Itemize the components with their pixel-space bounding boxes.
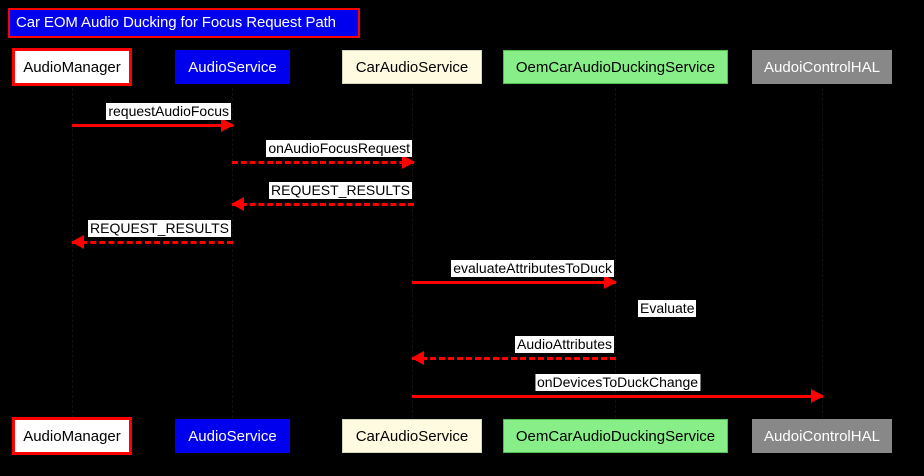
arrowhead-right-icon: [221, 118, 234, 132]
message-line: [232, 161, 414, 164]
message-line: [72, 241, 233, 244]
lifeline-audoicontrolhal: [822, 88, 823, 418]
message-line: [412, 357, 616, 360]
note-evaluate: Evaluate: [638, 300, 697, 317]
message-label: evaluateAttributesToDuck: [451, 260, 614, 277]
lifeline-caraudioservice: [412, 88, 413, 418]
participant-label: AudoiControlHAL: [764, 58, 880, 76]
participant-oemcaraudioduckingservice-bottom[interactable]: OemCarAudioDuckingService: [503, 419, 728, 453]
lifeline-audioservice: [232, 88, 233, 418]
message-label: AudioAttributes: [515, 336, 614, 353]
message-line: [232, 203, 414, 206]
participant-caraudioservice-bottom[interactable]: CarAudioService: [342, 419, 482, 453]
message-line: [412, 395, 823, 398]
message-label: onAudioFocusRequest: [266, 140, 412, 157]
arrowhead-left-icon: [411, 351, 424, 365]
participant-caraudioservice-top[interactable]: CarAudioService: [342, 50, 482, 84]
participant-label: OemCarAudioDuckingService: [515, 58, 716, 76]
message-line: [412, 281, 616, 284]
diagram-title: Car EOM Audio Ducking for Focus Request …: [8, 8, 360, 38]
arrowhead-right-icon: [604, 275, 617, 289]
message-line: [72, 124, 233, 127]
participant-audoicontrolhal-bottom[interactable]: AudoiControlHAL: [752, 419, 892, 453]
participant-label: AudioService: [188, 58, 277, 76]
arrowhead-right-icon: [811, 389, 824, 403]
participant-audoicontrolhal-top[interactable]: AudoiControlHAL: [752, 50, 892, 84]
participant-label: AudioManager: [23, 427, 121, 445]
participant-label: CarAudioService: [355, 427, 469, 445]
participant-audiomanager-bottom[interactable]: AudioManager: [12, 417, 132, 455]
message-label: REQUEST_RESULTS: [88, 220, 231, 237]
arrowhead-right-icon: [402, 155, 415, 169]
participant-label: OemCarAudioDuckingService: [515, 427, 716, 445]
arrowhead-left-icon: [71, 235, 84, 249]
participant-label: AudioService: [188, 427, 277, 445]
participant-oemcaraudioduckingservice-top[interactable]: OemCarAudioDuckingService: [503, 50, 728, 84]
participant-label: CarAudioService: [355, 58, 469, 76]
lifeline-oemcaraudioduckingservice: [615, 88, 616, 418]
participant-audiomanager-top[interactable]: AudioManager: [12, 48, 132, 86]
message-label: REQUEST_RESULTS: [269, 182, 412, 199]
participant-label: AudoiControlHAL: [764, 427, 880, 445]
participant-audioservice-bottom[interactable]: AudioService: [175, 419, 290, 453]
participant-label: AudioManager: [23, 58, 121, 76]
message-label: onDevicesToDuckChange: [534, 374, 701, 391]
arrowhead-left-icon: [231, 197, 244, 211]
message-label: requestAudioFocus: [106, 103, 231, 120]
lifeline-audiomanager: [72, 88, 73, 418]
participant-audioservice-top[interactable]: AudioService: [175, 50, 290, 84]
